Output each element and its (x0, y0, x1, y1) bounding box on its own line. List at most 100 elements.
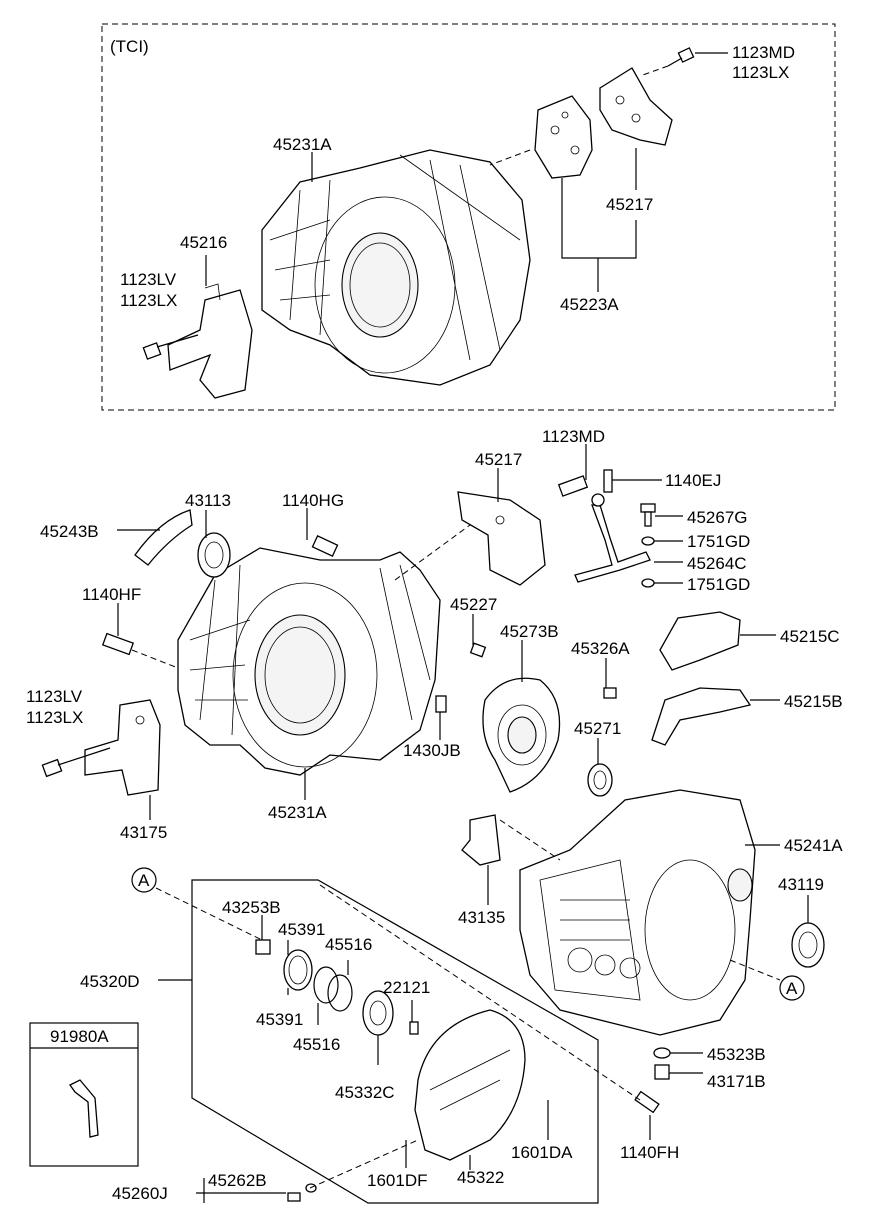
label-1140hg: 1140HG (282, 491, 344, 510)
label-tci-45231a: 45231A (273, 135, 332, 154)
label-1140ej: 1140EJ (665, 471, 721, 490)
tci-housing-45231a (261, 149, 531, 386)
label-45323b: 45323B (707, 1045, 766, 1064)
bracket-43135 (461, 814, 501, 866)
label-tci-45216: 45216 (180, 233, 227, 252)
case-45241a (519, 789, 756, 1036)
label-45260j: 45260J (112, 1184, 168, 1203)
ring-45516-a (313, 966, 339, 1004)
callout-a-right-text: A (786, 979, 798, 998)
label-45322: 45322 (457, 1168, 504, 1187)
label-45516-b: 45516 (293, 1035, 340, 1054)
label-43119: 43119 (778, 875, 824, 894)
label-1140fh: 1140FH (620, 1143, 679, 1162)
label-45241a: 45241A (784, 836, 843, 855)
label-45231a: 45231A (268, 803, 327, 822)
label-tci-1123lx: 1123LX (120, 291, 177, 310)
bolt-45326a (603, 687, 617, 699)
seal-43113 (197, 532, 231, 578)
label-45516-a: 45516 (325, 935, 372, 954)
label-45243b: 45243B (40, 522, 99, 541)
label-tci-1123md: 1123MD (732, 43, 795, 62)
tci-bolt-1123lv (142, 334, 199, 360)
box-91980a (29, 1022, 139, 1167)
ring-45391 (283, 949, 313, 991)
label-45262b: 45262B (208, 1171, 267, 1190)
oil-pipe-45264c (574, 493, 651, 583)
label-45391-b: 45391 (256, 1010, 303, 1029)
tci-bracket-45216 (167, 283, 253, 399)
label-1601df: 1601DF (367, 1171, 427, 1190)
label-45271: 45271 (574, 719, 621, 738)
clip-91980a (69, 1079, 99, 1138)
label-1430jb: 1430JB (403, 741, 461, 760)
main-leaders (117, 444, 809, 1203)
bolt-45267g (640, 503, 656, 527)
tci-bracket-45217 (599, 67, 673, 146)
seal-45271 (587, 763, 613, 797)
tci-group-box (101, 23, 836, 411)
label-91980a: 91980A (50, 1027, 109, 1046)
bushing-43253b (255, 939, 271, 955)
bracket-45215c (659, 611, 741, 671)
label-45391-a: 45391 (278, 920, 325, 939)
plug-43171b (654, 1064, 670, 1080)
label-1751gd-a: 1751GD (687, 532, 750, 551)
label-1123md: 1123MD (542, 427, 605, 446)
bolt-45227 (469, 642, 487, 658)
label-45215c: 45215C (780, 627, 840, 646)
tci-plate-45223a (534, 95, 593, 179)
tci-leaders (205, 52, 728, 292)
label-tci-1123lv: 1123LV (120, 270, 177, 289)
label-1123lx: 1123LX (26, 708, 83, 727)
label-22121: 22121 (383, 978, 430, 997)
callout-a-left-text: A (138, 871, 150, 890)
cover-45322 (414, 1009, 526, 1161)
label-43171b: 43171B (707, 1072, 766, 1091)
housing-45231a (177, 547, 441, 776)
pin-22121 (409, 1021, 419, 1035)
label-43135: 43135 (458, 908, 505, 927)
label-1123lv: 1123LV (26, 687, 83, 706)
bolt-1140ej (603, 469, 613, 493)
label-45217: 45217 (475, 450, 522, 469)
bracket-43175 (84, 699, 161, 796)
label-1140hf: 1140HF (82, 585, 141, 604)
label-45273b: 45273B (500, 622, 559, 641)
callout-a-left (131, 867, 157, 893)
bolt-45262b (287, 1183, 317, 1202)
bolt-1123lv (41, 747, 111, 778)
washer-45323b (653, 1047, 671, 1059)
shield-45243b (134, 509, 193, 566)
bolt-1140hg (311, 535, 339, 557)
label-45227: 45227 (450, 595, 497, 614)
label-1751gd-b: 1751GD (687, 575, 750, 594)
washer-1751gd-a (641, 536, 655, 546)
bolt-1123md (557, 475, 589, 497)
label-45332c: 45332C (335, 1083, 395, 1102)
label-tci-45223a: 45223A (560, 295, 619, 314)
dowel-1430jb (435, 695, 447, 713)
ring-45516-b (327, 974, 353, 1012)
label-45264c: 45264C (687, 554, 747, 573)
tci-label: (TCI) (110, 37, 149, 56)
label-43113: 43113 (185, 491, 231, 510)
washer-1751gd-b (641, 578, 655, 588)
bracket-45217 (457, 491, 546, 586)
sleeve-45332c (362, 990, 394, 1036)
label-45267g: 45267G (687, 508, 748, 527)
label-1601da: 1601DA (511, 1143, 573, 1162)
label-45215b: 45215B (784, 692, 843, 711)
label-43253b: 43253B (222, 898, 281, 917)
label-43175: 43175 (120, 823, 167, 842)
tci-bolt-1123md (667, 47, 695, 67)
bolt-1140fh (634, 1090, 660, 1114)
seal-43119 (791, 922, 825, 968)
bolt-1140hf (101, 632, 179, 669)
bracket-45215b (651, 687, 752, 746)
label-tci-45217: 45217 (606, 195, 653, 214)
label-45320d: 45320D (80, 972, 140, 991)
label-tci-1123lx-top: 1123LX (732, 63, 789, 82)
group-45320d-outline (191, 879, 599, 1204)
